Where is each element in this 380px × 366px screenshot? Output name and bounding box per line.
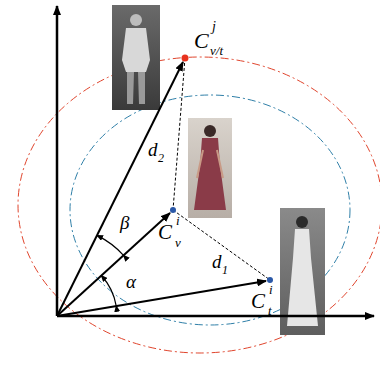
point-name: C — [194, 30, 209, 52]
subscript: 2 — [158, 152, 164, 164]
point-name: C — [158, 222, 172, 243]
person-photo-top — [112, 5, 160, 110]
distance-name: d — [148, 140, 158, 159]
distance-line — [173, 210, 270, 280]
x-axis — [57, 315, 374, 318]
y-axis — [56, 6, 59, 316]
angle-name: β — [120, 213, 129, 232]
superscript: j — [212, 20, 216, 34]
vector — [57, 281, 266, 316]
vector — [57, 62, 183, 316]
subscript: t — [268, 304, 272, 317]
superscript: i — [176, 214, 180, 227]
subscript: v/t — [210, 44, 223, 57]
superscript: i — [269, 283, 273, 296]
angle-arc — [97, 235, 124, 255]
subscript: 1 — [222, 264, 228, 276]
angle-name: α — [126, 272, 136, 291]
distance-line — [173, 58, 185, 210]
distance-name: d — [212, 252, 222, 271]
point-name: C — [251, 291, 265, 312]
person-photo-middle — [188, 118, 232, 218]
angle-arc — [101, 276, 116, 306]
outer-circle — [18, 57, 380, 353]
subscript: v — [175, 236, 181, 249]
point — [170, 207, 176, 213]
point — [182, 55, 189, 62]
